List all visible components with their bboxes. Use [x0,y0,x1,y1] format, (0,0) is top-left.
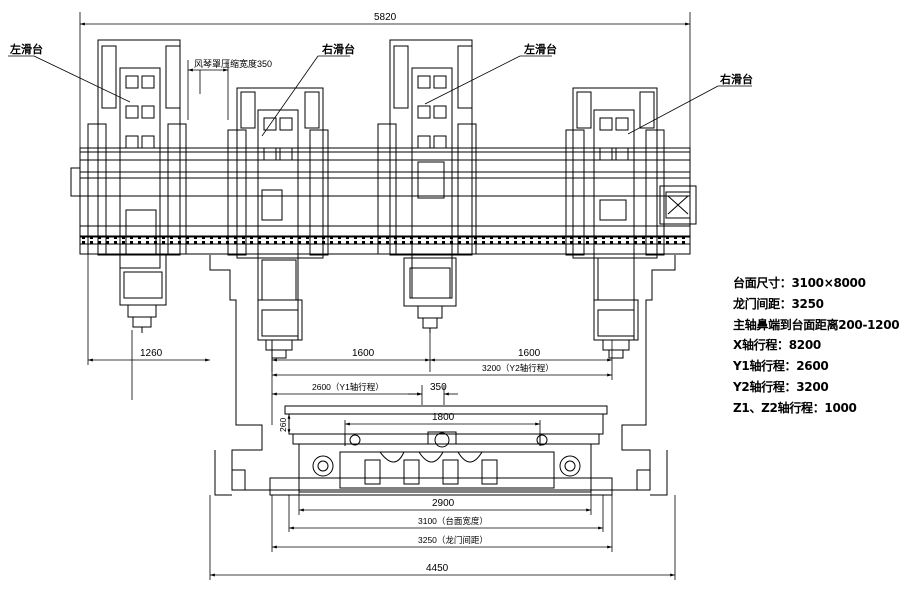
spec-x-travel: X轴行程：8200 [733,338,821,353]
machine-base [209,255,676,496]
dim-1600-b: 1600 [518,348,541,359]
label-right-slide-1: 右滑台 [321,42,355,56]
label-left-slide-2: 左滑台 [523,42,557,56]
dim-2900: 2900 [432,498,455,509]
leader-lines [8,55,752,137]
dim-350: 350 [430,382,447,393]
spec-y1-travel: Y1轴行程：2600 [733,359,829,374]
label-right-slide-2: 右滑台 [719,72,753,86]
dim-table-width: 3100（台面宽度） [418,516,488,526]
label-left-slide-1: 左滑台 [9,42,43,56]
crossbeam [70,147,697,255]
slide-ram-1 [87,39,187,333]
dim-1800: 1800 [432,412,455,423]
spec-gantry-spacing: 龙门间距：3250 [733,296,824,311]
dim-260: 260 [278,418,288,432]
spec-y2-travel: Y2轴行程：3200 [733,379,829,394]
dim-base-width: 4450 [426,563,449,574]
dim-y1-travel: 2600（Y1轴行程） [312,382,384,392]
spec-spindle-distance: 主轴鼻端到台面距离200-1200 [733,317,899,332]
slide-ram-3 [377,39,477,333]
dim-1600-a: 1600 [352,348,375,359]
spec-table-size: 台面尺寸：3100×8000 [733,276,866,290]
slide-ram-4 [565,87,665,359]
dim-1260: 1260 [140,348,163,359]
dim-overall-width: 5820 [374,12,397,23]
spec-list: 台面尺寸：3100×8000 龙门间距：3250 主轴鼻端到台面距离200-12… [733,273,899,419]
label-bellows: 风琴罩压缩宽度350 [194,58,272,69]
dim-gantry-spacing: 3250（龙门间距） [418,535,488,545]
spec-z-travel: Z1、Z2轴行程：1000 [733,400,857,415]
dim-y2-travel: 3200（Y2轴行程） [482,363,554,373]
slide-ram-2 [227,87,329,359]
dimension-lines [79,12,691,580]
